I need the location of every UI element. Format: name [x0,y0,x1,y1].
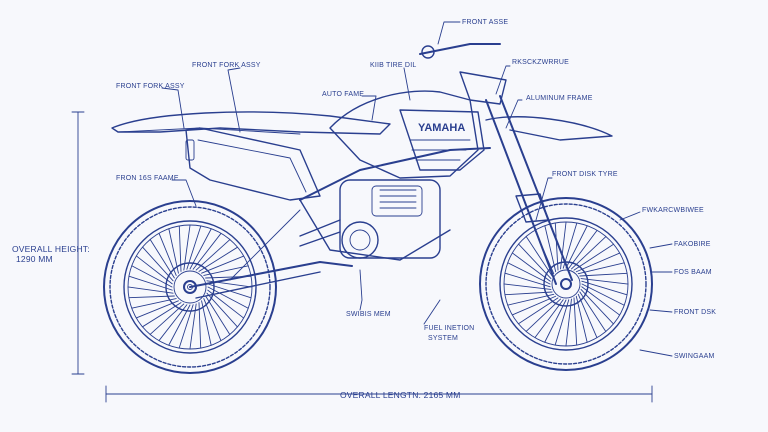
spoke [579,291,607,332]
label-auto-frame: AUTO FAME [322,91,364,98]
spoke [128,295,175,299]
label-overall-length: OVERALL LENGTN: 2165 MM [340,390,461,400]
label-disk-side: FAKOBIRE [674,241,711,248]
spoke [198,246,238,272]
spoke [525,236,553,277]
spoke [205,295,231,335]
spoke [189,303,197,350]
spoke [201,300,212,346]
spoke [135,255,173,285]
spoke [178,225,182,272]
spoke [554,222,559,271]
label-front-fork-assy-left: FRONT FORK ASSY [116,83,185,90]
spoke [560,221,567,270]
spoke [201,255,245,274]
leader-lines [161,21,673,357]
svg-text:YAMAHA: YAMAHA [418,122,465,134]
spoke [568,229,598,269]
spoke [579,272,628,277]
spoke [525,298,561,332]
label-fron-16s-frame: FRON 16S FAAME [116,175,179,182]
spoke [581,280,628,296]
spoke [575,295,588,343]
spoke [581,283,625,306]
spoke [135,300,179,319]
spoke [580,289,614,325]
spoke [577,293,598,339]
spoke [183,224,191,271]
spoke [507,293,555,306]
label-front-asse: FRONT ASSE [462,19,508,26]
rear-wheel [103,200,277,374]
spoke [554,299,570,346]
spoke [504,291,553,296]
spoke [573,243,614,271]
label-rksch-frame: RKSCKZWRRUE [512,59,569,66]
spoke [511,252,551,282]
spoke [149,239,175,279]
spoke [511,295,557,316]
spoke [565,225,588,269]
frame [189,147,491,299]
spoke [534,299,564,339]
spoke [189,228,212,270]
spoke [565,298,572,347]
spoke [198,302,202,349]
label-overall-height: OVERALL HEIGHT: [12,244,90,254]
label-fuel-injection: FUEL INETION [424,325,474,332]
spoke [544,299,567,343]
spoke [518,297,559,325]
front-fork [419,43,613,285]
spoke [203,298,222,342]
spoke [131,265,173,288]
seat-and-rear-fender [111,111,391,201]
spoke [149,303,185,335]
spoke [158,304,188,342]
spoke [544,225,557,273]
label-front-brake-wheel: FWKARCWBIWEE [642,207,704,214]
spoke [186,225,202,270]
label-kiib-tire-dil: KIIB TIRE DIL [370,62,416,69]
spoke [142,246,174,282]
spoke [168,228,179,274]
spoke [577,262,625,275]
spoke [504,272,551,288]
label-front-disk-tyre: FRONT DISK TYRE [552,171,618,178]
spoke [503,283,552,290]
label-swingarm: SWINGAAM [674,353,715,360]
spoke [178,304,194,349]
spoke [131,298,177,309]
spoke [206,292,238,328]
dimension-lines [71,111,653,403]
spoke [581,286,621,316]
label-overall-height-value: 1290 MM [16,254,53,264]
label-front-fork-assy-top: FRONT FORK ASSY [192,62,261,69]
spoke [192,232,222,270]
spoke [507,262,551,285]
spoke [207,286,249,309]
spoke [127,286,174,294]
spoke [158,232,177,276]
spoke [203,265,249,276]
spoke [580,278,629,285]
spoke [518,243,552,279]
label-front-disk: FRONT DSK [674,309,716,316]
engine [299,179,441,259]
fuel-tank-shroud: YAMAHA [329,90,485,179]
label-swing-mem: SWIBIS MEM [346,311,391,318]
spoke [168,304,191,346]
spoke [128,275,173,291]
spoke [575,252,621,273]
label-system: SYSTEM [428,335,458,342]
spoke [195,239,231,271]
label-aluminum-frame: ALUMINUM FRAME [526,95,593,102]
front-wheel [479,197,653,371]
label-fos-beam: FOS BAAM [674,269,712,276]
spoke [142,302,182,328]
spoke [571,236,607,270]
spoke [573,297,578,346]
